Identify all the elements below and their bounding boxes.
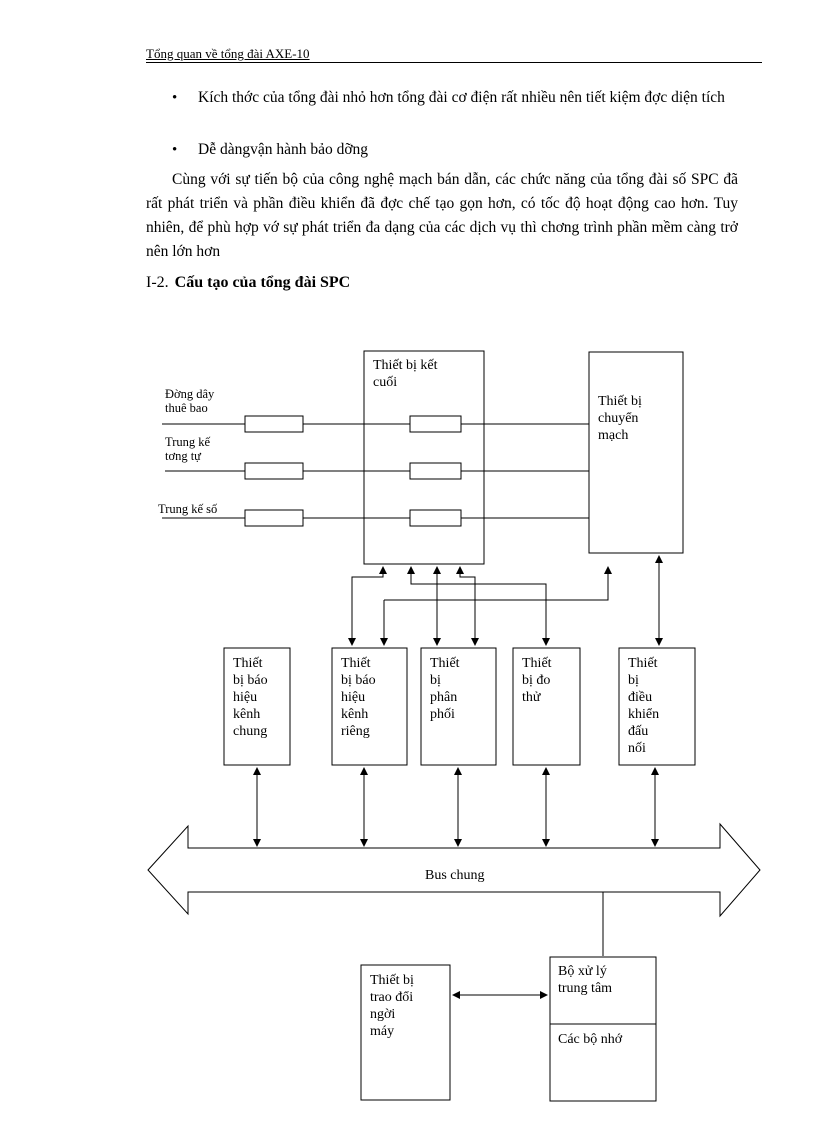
module-box <box>512 647 581 766</box>
bullet-dot: • <box>172 142 178 158</box>
section-heading: I-2. Cấu tạo của tổng đài SPC <box>146 274 350 292</box>
module-box <box>223 647 291 766</box>
terminal-resistor <box>409 415 462 433</box>
section-number: I-2. <box>146 274 169 291</box>
terminal-box <box>363 350 485 565</box>
switching-box <box>588 351 684 554</box>
bus-label: Bus chung <box>425 868 485 883</box>
bullet-text: Kích thớc của tổng đài nhỏ hơn tổng đài … <box>198 89 725 106</box>
bullet-item: • Kích thớc của tổng đài nhỏ hơn tổng đà… <box>146 86 738 134</box>
module-box <box>618 647 696 766</box>
terminal-resistor <box>409 462 462 480</box>
memory-label: Các bộ nhớ <box>558 1032 623 1047</box>
page-header: Tổng quan về tổng đài AXE-10 <box>146 46 310 61</box>
body-paragraph: Cùng với sự tiến bộ của công nghệ mạch b… <box>146 171 738 260</box>
common-bus <box>147 822 761 918</box>
section-title: Cấu tạo của tổng đài SPC <box>174 274 351 291</box>
module-label: Thiết bị điều khiển đấu nối <box>628 656 660 756</box>
cpu-box <box>549 956 657 1102</box>
bullet-dot: • <box>172 90 178 106</box>
bullet-item: • Dễ dàngvận hành bảo dỡng <box>146 138 738 162</box>
module-box <box>420 647 497 766</box>
input-resistor <box>244 509 304 527</box>
terminal-resistor <box>409 509 462 527</box>
hmi-label: Thiết bị trao đổi ngời máy <box>370 973 414 1039</box>
module-label: Thiết bị báo hiệu kênh riêng <box>341 656 376 739</box>
terminal-label: Thiết bị kết cuối <box>373 358 438 390</box>
module-label: Thiết bị đo thử <box>522 656 552 705</box>
input-label: Đờng dây thuê bao <box>165 387 215 415</box>
input-label: Trung kế số <box>158 502 218 516</box>
cpu-label: Bộ xử lý trung tâm <box>558 964 613 996</box>
module-box <box>331 647 408 766</box>
hmi-box <box>360 964 451 1101</box>
switching-label: Thiết bị chuyển mạch <box>598 394 642 443</box>
header-rule <box>146 62 762 63</box>
module-label: Thiết bị phân phối <box>430 656 460 722</box>
input-resistor <box>244 462 304 480</box>
input-label: Trung kế tơng tự <box>165 435 211 463</box>
input-resistor <box>244 415 304 433</box>
module-label: Thiết bị báo hiệu kênh chung <box>233 656 268 739</box>
bullet-text: Dễ dàngvận hành bảo dỡng <box>198 141 369 158</box>
